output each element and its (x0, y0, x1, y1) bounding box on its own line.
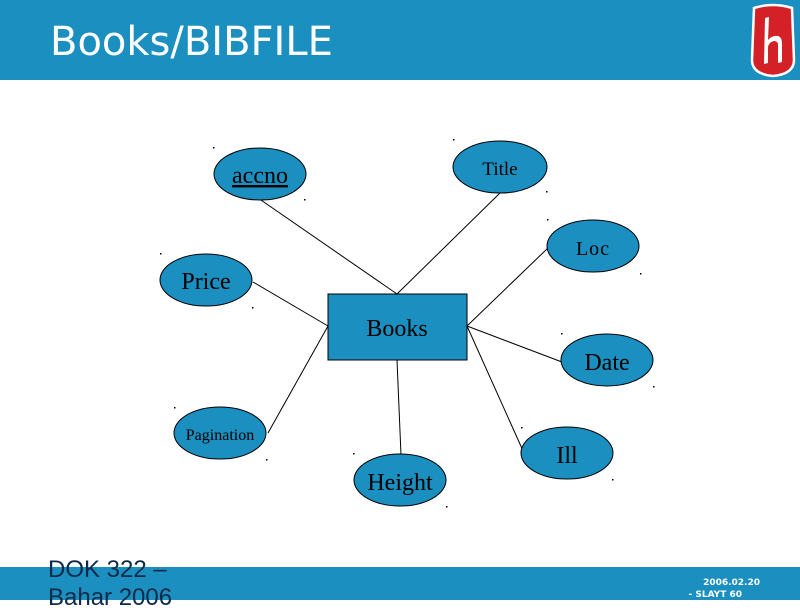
line-accno (257, 197, 398, 295)
university-h-logo-icon (750, 3, 796, 78)
attribute-height: Height (353, 453, 447, 507)
connector-lines (252, 192, 563, 456)
attribute-label: Date (584, 350, 629, 376)
attribute-label: accno (232, 163, 288, 189)
entity-label: Books (366, 316, 427, 342)
attribute-ill: Ill (520, 426, 614, 480)
footer-slide-number: - SLAYT 60 (688, 590, 742, 600)
line-pagination (267, 325, 329, 434)
line-date (466, 325, 563, 363)
slide-title: Books/BIBFILE (50, 19, 333, 65)
attribute-accno: accno (213, 147, 307, 201)
attribute-label: Title (482, 159, 517, 180)
footer-course-label: DOK 322 – Bahar 2006 (48, 556, 173, 611)
line-height (396, 359, 402, 456)
header-band (0, 0, 800, 80)
line-price (252, 281, 329, 327)
attribute-price: Price (159, 253, 253, 307)
attribute-label: Pagination (186, 427, 254, 444)
attribute-label: Price (181, 269, 230, 295)
line-loc (466, 246, 550, 327)
line-ill (466, 325, 525, 454)
attribute-title: Title (452, 140, 548, 194)
attribute-date: Date (560, 333, 654, 387)
corner-dots (160, 139, 655, 508)
attribute-label: Ill (556, 443, 578, 469)
attribute-label: Height (367, 470, 433, 496)
attribute-label: Loc (576, 238, 610, 260)
footer-band (0, 567, 800, 600)
line-title (396, 192, 501, 295)
attribute-loc: Loc (546, 219, 640, 273)
entity-books: Books (327, 293, 468, 361)
footer-date: 2006.02.20 (703, 578, 760, 588)
attribute-pagination: Pagination (173, 406, 267, 460)
